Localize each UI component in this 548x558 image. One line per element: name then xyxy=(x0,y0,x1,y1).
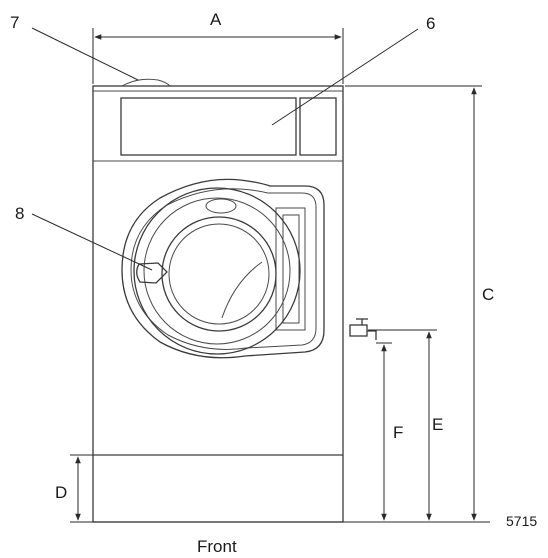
door-outer-frame xyxy=(121,178,325,359)
door-ring-outer xyxy=(133,187,301,355)
leader-8 xyxy=(31,213,153,271)
top-lid-dome xyxy=(121,78,171,87)
text-labels: A 6 7 8 C E F D 5715 Front xyxy=(10,10,537,556)
door-handle xyxy=(136,262,168,284)
door-assembly xyxy=(121,178,325,359)
door-window-inner xyxy=(168,223,270,325)
door-glass-inner-panel xyxy=(282,214,300,324)
label-seven: 7 xyxy=(10,13,19,32)
label-f: F xyxy=(393,423,403,442)
door-inner-frame xyxy=(130,188,317,350)
tap-body xyxy=(349,324,368,337)
label-eight: 8 xyxy=(15,204,24,223)
leader-7 xyxy=(31,27,139,81)
control-panel-display xyxy=(299,97,337,156)
label-d: D xyxy=(55,483,67,502)
tap-spout xyxy=(367,330,377,340)
leader-6 xyxy=(271,28,419,126)
label-code: 5715 xyxy=(506,513,537,529)
door-window-outer xyxy=(161,216,277,332)
label-a: A xyxy=(210,10,222,29)
label-c: C xyxy=(482,285,494,304)
water-tap xyxy=(349,318,377,340)
door-glass-panel xyxy=(275,207,306,331)
dimension-lines xyxy=(70,28,490,523)
label-e: E xyxy=(432,415,443,434)
detergent-drawer xyxy=(120,97,297,156)
label-front: Front xyxy=(197,537,237,556)
drum-curve xyxy=(221,261,263,319)
door-lock-latch xyxy=(205,198,237,214)
label-six: 6 xyxy=(426,14,435,33)
door-ring-middle xyxy=(143,197,291,345)
leader-lines xyxy=(31,27,419,271)
